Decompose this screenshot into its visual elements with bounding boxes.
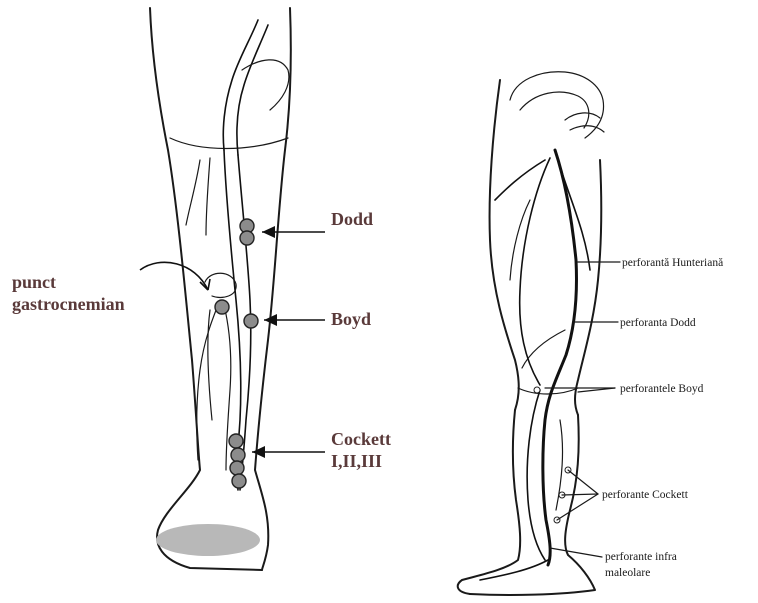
right-cockett-leader-1 — [568, 470, 598, 494]
right-calf-outline-left — [458, 410, 520, 594]
right-groin-lines — [565, 113, 604, 132]
left-gastro-perforator — [215, 300, 229, 314]
left-dodd-perforator-2 — [240, 231, 254, 245]
left-upper-vein-b — [237, 25, 268, 155]
right-calf-outline-right — [470, 415, 595, 595]
left-label-punct: punct — [12, 272, 56, 292]
left-boyd-perforator — [244, 314, 258, 328]
left-gastro-curve-arrow — [140, 262, 208, 290]
right-label-maleolare: maleolare — [605, 567, 650, 579]
left-dodd-arrowhead — [262, 226, 275, 238]
right-thigh-fine-vein-1 — [510, 200, 530, 280]
left-cockett-perforator-1 — [229, 434, 243, 448]
left-label-cockett-roman: I,II,III — [331, 451, 382, 471]
left-arrows — [252, 226, 325, 458]
right-pelvis-inner — [520, 92, 589, 128]
right-leader-lines — [545, 262, 620, 557]
left-label-boyd: Boyd — [331, 309, 371, 329]
left-label-gastrocnemian: gastrocnemian — [12, 294, 125, 314]
right-leg-illustration — [458, 72, 604, 595]
left-label-dodd: Dodd — [331, 209, 373, 229]
right-thigh-outline-right — [575, 160, 601, 415]
right-label-infra: perforante infra — [605, 551, 677, 563]
left-cockett-perforator-4 — [232, 474, 246, 488]
right-cockett-leader-2 — [562, 494, 598, 495]
left-heel-shade — [156, 524, 260, 556]
left-cockett-perforator-2 — [231, 448, 245, 462]
left-upper-vein-a — [223, 20, 258, 150]
right-boyd-marker — [534, 387, 540, 393]
left-popliteal-loop — [242, 60, 289, 110]
left-side-vein — [186, 160, 200, 225]
left-leg-illustration — [140, 8, 291, 570]
left-cockett-arrowhead — [252, 446, 265, 458]
right-label-boyd: perforantele Boyd — [620, 383, 704, 395]
right-lateral-branch — [495, 160, 545, 200]
right-infra-leader — [550, 548, 602, 557]
left-knee-crease — [170, 138, 288, 149]
right-label-dodd: perforanta Dodd — [620, 317, 696, 329]
right-label-cockett: perforante Cockett — [602, 489, 689, 501]
left-perforators — [215, 219, 258, 488]
right-label-hunteriana: perforantă Hunteriană — [622, 257, 723, 269]
right-knee-lines — [518, 388, 578, 394]
left-cockett-perforator-3 — [230, 461, 244, 475]
left-label-cockett: Cockett — [331, 429, 391, 449]
left-gastro-loop — [205, 273, 236, 297]
left-side-vein-b — [206, 158, 210, 235]
